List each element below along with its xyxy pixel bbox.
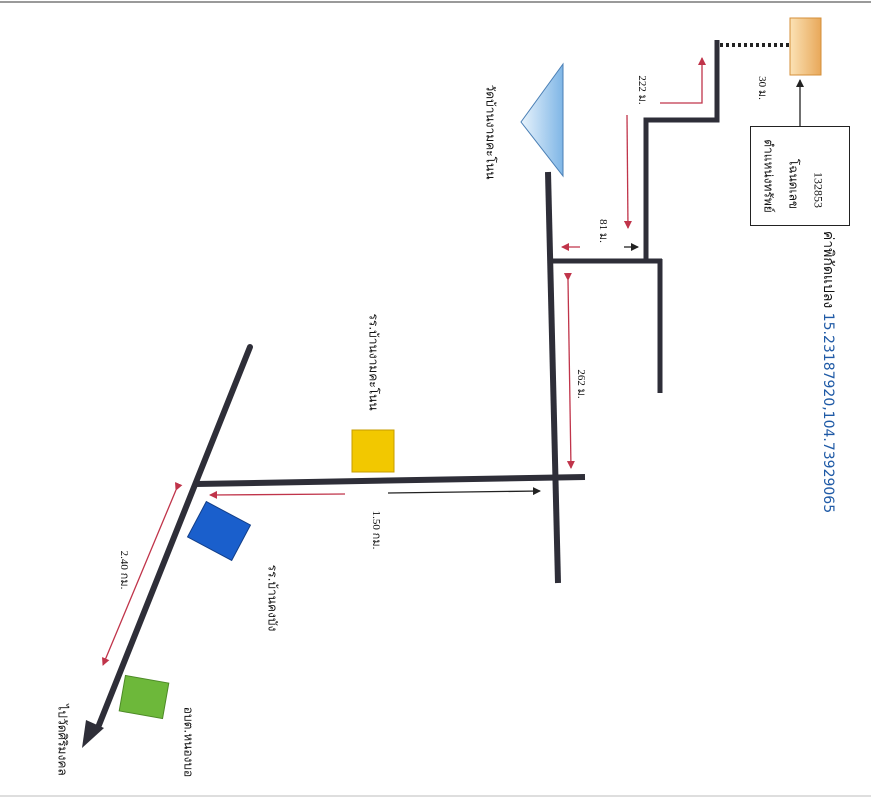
label-distance-81: 81 ม. [597, 219, 609, 243]
distance-arrow-150-right [387, 487, 541, 496]
stepped-road [643, 40, 720, 261]
plot-box-line3: 132853 [811, 172, 826, 208]
distance-arrow-222-up [660, 57, 706, 104]
label-school-1: รร.บ้านคงบัง [265, 564, 280, 632]
vertical-road [545, 171, 561, 584]
label-school-2: รร.บ้านงามคะโนน [366, 313, 381, 411]
label-distance-222: 222 ม. [636, 75, 648, 105]
plot-info-box [750, 126, 850, 226]
label-to-destination: ไปวัดศิริมงคล [55, 704, 70, 776]
sao-marker-green [118, 674, 170, 720]
coordinates-text: ค่าพิกัดแปลง 15.23187920,104.73929065 [817, 231, 839, 513]
label-sao: อบต.หนองบอ [181, 706, 196, 778]
coordinates-value: 15.23187920,104.73929065 [820, 312, 836, 514]
horizontal-road [195, 474, 586, 487]
label-distance-240: 2.40 กม. [118, 550, 130, 590]
label-distance-150: 1.50 กม. [370, 510, 382, 550]
plot-box-line1: ตำแหน่งทรัพย์ [761, 139, 776, 213]
road-arrowhead [82, 720, 104, 748]
plot-marker-orange [789, 17, 822, 76]
coordinates-label: ค่าพิกัดแปลง [820, 230, 836, 309]
label-temple: วัดบ้านงามคะโนน [483, 84, 498, 180]
school-marker-yellow [351, 429, 395, 473]
distance-arrow-150-left [209, 490, 346, 499]
label-distance-30: 30 ม. [756, 76, 768, 100]
distance-arrow-240 [102, 481, 183, 666]
distance-arrow-262 [563, 272, 575, 469]
plot-box-line2: โฉนดเลข [786, 158, 801, 210]
distance-arrow-222-down [623, 114, 632, 229]
temple-marker-triangle [520, 62, 564, 178]
school-marker-blue [186, 500, 252, 562]
label-distance-262: 262 ม. [575, 369, 587, 399]
